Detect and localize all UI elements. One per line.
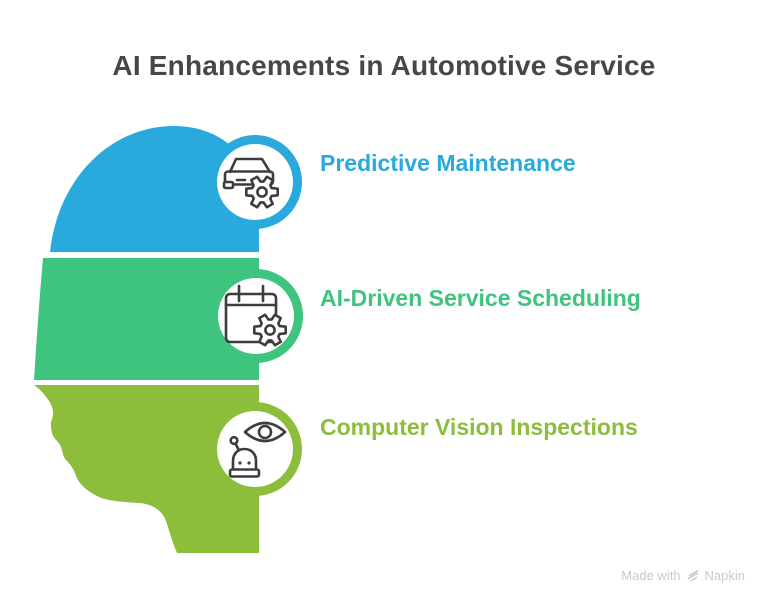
head-section-bottom	[34, 385, 259, 553]
head-section-middle	[34, 258, 259, 380]
watermark-brand-text: Napkin	[704, 568, 745, 583]
item-label-predictive-maintenance: Predictive Maintenance	[320, 150, 576, 176]
head-section-top	[50, 125, 259, 252]
made-with-napkin-badge[interactable]: Made with Napkin	[621, 568, 745, 583]
car-gear-icon	[222, 157, 280, 209]
robot-vision-icon	[228, 421, 287, 478]
page-title: AI Enhancements in Automotive Service	[112, 50, 656, 81]
item-label-vision-inspections: Computer Vision Inspections	[320, 414, 638, 440]
watermark-made-with-text: Made with	[621, 568, 681, 583]
icon-badge-vision-inspections	[208, 402, 302, 496]
item-label-service-scheduling: AI-Driven Service Scheduling	[320, 285, 641, 311]
icon-badge-predictive-maintenance	[208, 135, 302, 229]
napkin-logo-icon	[687, 569, 698, 581]
icon-badge-face	[217, 411, 293, 487]
icon-badge-service-scheduling	[209, 269, 303, 363]
calendar-gear-icon	[224, 284, 288, 347]
